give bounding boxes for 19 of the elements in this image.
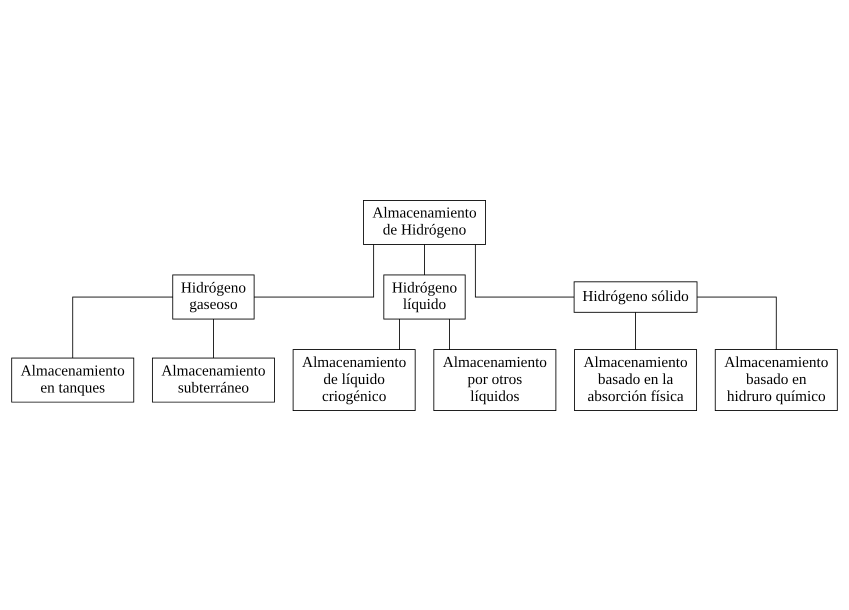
node-box: Almacenamiento de Hidrógeno [363,199,486,244]
node-box: Almacenamiento subterráneo [152,357,275,402]
node-box: Hidrógeno sólido [574,280,698,312]
connector [72,296,174,358]
node-box: Almacenamiento de líquido criogénico [292,348,416,411]
node-box: Almacenamiento en tanques [11,357,134,402]
node-box: Almacenamiento por otros líquidos [433,348,556,411]
node-box: Hidrógeno gaseoso [172,274,255,319]
node-box: Hidrógeno líquido [383,274,466,319]
connector [474,244,574,297]
connector [696,296,777,350]
node-box: Almacenamiento basado en la absorción física [574,348,698,411]
connector [449,318,450,350]
connector [424,244,425,275]
connector [213,318,214,358]
connector [399,318,400,350]
connector [635,312,636,350]
node-box: Almacenamiento basado en hidruro químico [714,348,838,411]
connector [254,244,374,297]
